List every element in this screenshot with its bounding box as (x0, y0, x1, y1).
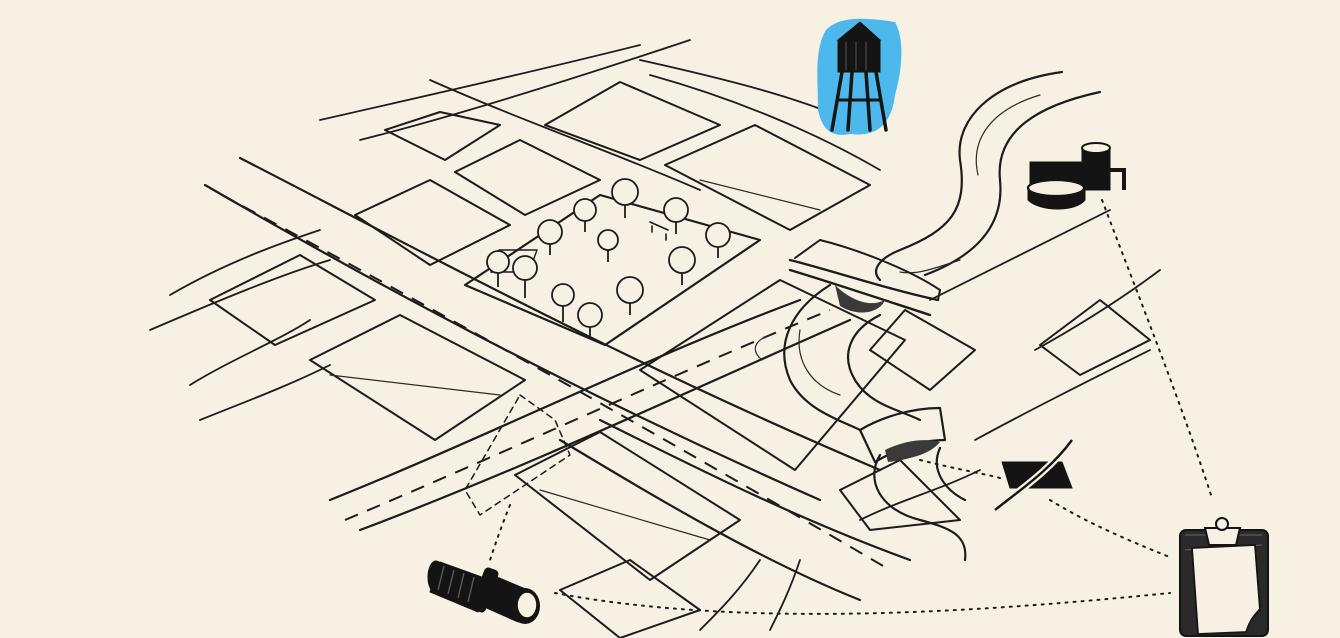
pipe-segment-marker (464, 394, 571, 516)
street-network (149, 39, 1161, 631)
clipboard-icon[interactable] (1179, 517, 1269, 637)
storage-tanks-icon[interactable] (1026, 142, 1126, 210)
park-trees-icon (463, 178, 762, 347)
bridge-icon (788, 239, 947, 464)
connector-lines (489, 199, 1213, 615)
water-tower-icon[interactable] (817, 18, 902, 135)
broken-pipe-icon[interactable] (992, 437, 1075, 513)
city-blocks (209, 81, 1151, 638)
pipe-section-icon[interactable] (427, 560, 540, 624)
river-icon (754, 70, 1102, 562)
tree-cluster (486, 178, 731, 338)
